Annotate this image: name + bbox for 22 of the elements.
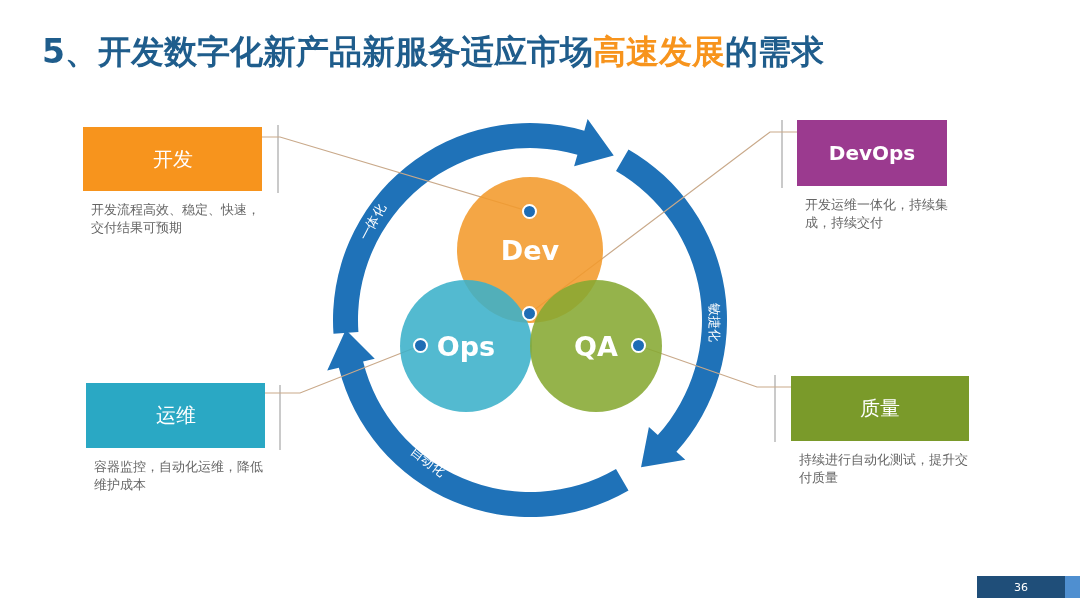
node-label: 开发 — [152, 145, 193, 173]
arrow-label: 一体化 — [355, 200, 390, 244]
arrow-label: 敏捷化 — [706, 302, 723, 342]
category-box — [86, 383, 265, 448]
node-label: DevOps — [828, 141, 916, 165]
description-text: 持续进行自动化测试，提升交付质量 — [799, 451, 969, 487]
connector-dot — [631, 338, 646, 353]
description-text: 开发运维一体化，持续集成，持续交付 — [805, 196, 949, 232]
node-label: QA — [574, 330, 618, 362]
connector-dot — [522, 204, 537, 219]
page-number: 36 — [977, 576, 1065, 598]
node-label: Dev — [500, 234, 560, 266]
node-label: Ops — [436, 330, 496, 362]
category-box — [791, 376, 969, 441]
connector-dot — [413, 338, 428, 353]
node-label: 运维 — [155, 402, 196, 429]
category-box — [83, 127, 262, 191]
node-label: 质量 — [860, 395, 900, 422]
slide-title: 5、开发数字化新产品新服务适应市场高速发展的需求 — [42, 31, 824, 73]
description-text: 容器监控，自动化运维，降低维护成本 — [94, 458, 264, 494]
description-text: 开发流程高效、稳定、快速，交付结果可预期 — [91, 201, 261, 237]
category-box — [797, 120, 947, 186]
